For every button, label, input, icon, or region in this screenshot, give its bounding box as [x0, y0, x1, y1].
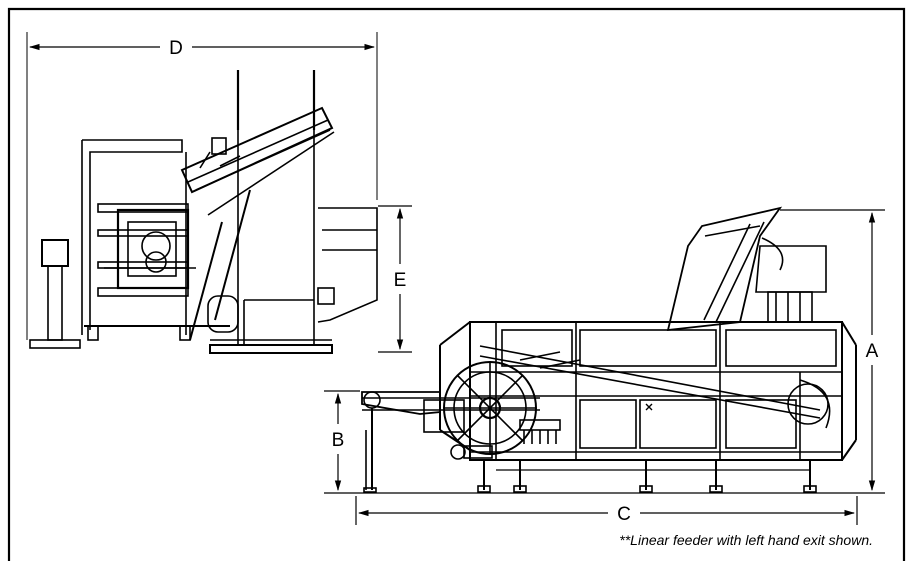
- footnote: **Linear feeder with left hand exit show…: [619, 532, 873, 548]
- dimension-d-label: D: [169, 38, 183, 59]
- dimension-lines: [28, 43, 885, 525]
- side-view: [26, 32, 378, 354]
- dimension-e-label: E: [394, 270, 407, 291]
- dimension-c-label: C: [617, 504, 631, 525]
- front-view: [361, 206, 857, 493]
- drawing-border: [7, 7, 906, 561]
- dimension-a-label: A: [866, 341, 879, 362]
- dimension-b-label: B: [332, 430, 345, 451]
